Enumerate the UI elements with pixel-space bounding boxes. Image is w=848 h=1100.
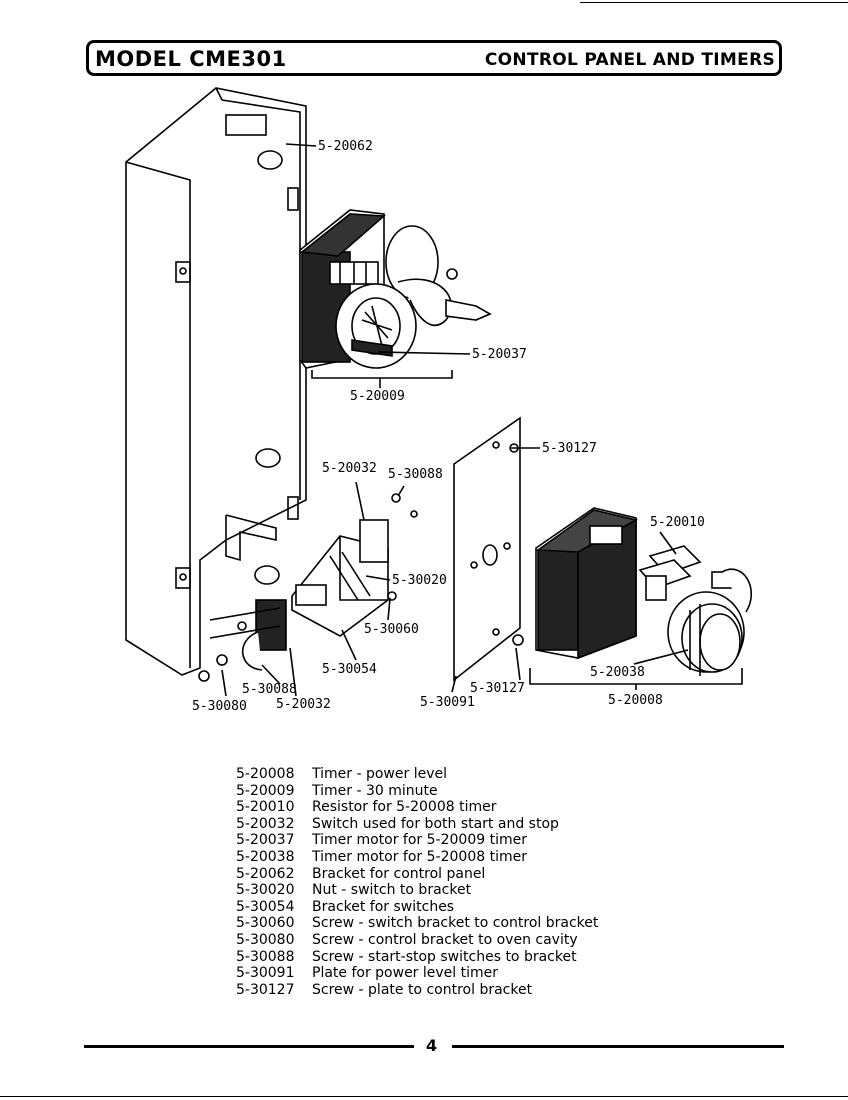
part-number: 5-30054: [236, 898, 295, 915]
top-rule: [580, 2, 848, 3]
parts-list-row: 5-30127 Screw - plate to control bracket: [236, 982, 598, 999]
part-description: Timer motor for 5-20008 timer: [312, 848, 527, 865]
header-box: MODEL CME301 CONTROL PANEL AND TIMERS: [86, 40, 782, 76]
part-number: 5-30088: [236, 948, 295, 965]
part-number: 5-20062: [236, 865, 295, 882]
part-description: Plate for power level timer: [312, 965, 499, 982]
footer-rule-left: [84, 1045, 414, 1048]
part-description: Bracket for switches: [312, 898, 455, 915]
callout-label: 5-20032: [322, 461, 377, 476]
switch-bracket-assembly: [198, 493, 418, 682]
parts-list-row: 5-30054 Bracket for switches: [236, 899, 598, 916]
timer-motor-power-level: [667, 591, 745, 676]
bottom-rule: [0, 1096, 848, 1097]
resistor: [638, 545, 752, 613]
callout-label: 5-20009: [350, 389, 405, 404]
callout-label: 5-30088: [242, 682, 297, 697]
part-number: 5-20010: [236, 799, 295, 816]
part-description: Screw - start-stop switches to bracket: [312, 948, 577, 965]
model-title: MODEL CME301: [95, 47, 287, 71]
part-number: 5-20037: [236, 832, 295, 849]
part-description: Bracket for control panel: [312, 865, 486, 882]
part-description: Timer motor for 5-20009 timer: [312, 832, 527, 849]
callout-label: 5-20032: [276, 697, 331, 712]
part-number: 5-30080: [236, 931, 295, 948]
part-description: Timer - 30 minute: [312, 782, 438, 799]
parts-list-row: 5-20008 Timer - power level: [236, 766, 598, 783]
power-level-plate: [453, 416, 524, 682]
part-description: Resistor for 5-20008 timer: [312, 799, 497, 816]
part-number: 5-30091: [236, 965, 295, 982]
part-description: Screw - switch bracket to control bracke…: [312, 915, 599, 932]
part-number: 5-20009: [236, 782, 295, 799]
part-number: 5-20008: [236, 766, 295, 782]
part-number: 5-20032: [236, 815, 295, 832]
parts-list-row: 5-30080 Screw - control bracket to oven c…: [236, 932, 598, 949]
part-number: 5-30060: [236, 915, 295, 932]
control-panel-bracket: [125, 87, 307, 676]
part-description: Screw - plate to control bracket: [312, 981, 533, 998]
callout-label: 5-30080: [192, 699, 247, 714]
callout-label: 5-30127: [470, 681, 525, 696]
callout-label: 5-20038: [590, 665, 645, 680]
callout-label: 5-30020: [392, 573, 447, 588]
parts-list-row: 5-30060 Screw - switch bracket to control…: [236, 915, 598, 932]
timer-motor-30-min: [335, 225, 492, 369]
parts-list-row: 5-20038 Timer motor for 5-20008 timer: [236, 849, 598, 866]
part-number: 5-30020: [236, 882, 295, 899]
part-description: Screw - control bracket to oven cavity: [312, 931, 578, 948]
parts-list-row: 5-30088 Screw - start-stop switches to br…: [236, 949, 598, 966]
part-description: Timer - power level: [312, 766, 447, 782]
callout-label: 5-30060: [364, 622, 419, 637]
callout-label: 5-20037: [472, 347, 527, 362]
parts-list-row: 5-20010 Resistor for 5-20008 timer: [236, 799, 598, 816]
timer-power-level: [535, 507, 639, 660]
section-title: CONTROL PANEL AND TIMERS: [484, 50, 775, 70]
parts-list-row: 5-20032 Switch used for both start and st…: [236, 816, 598, 833]
parts-list-row: 5-30091 Plate for power level timer: [236, 965, 598, 982]
callout-labels: 5-20062 5-20037 5-20009 5-30127 5-20032 …: [192, 139, 705, 714]
callout-label: 5-30091: [420, 695, 475, 710]
part-description: Switch used for both start and stop: [312, 815, 559, 832]
page-number: 4: [426, 1036, 438, 1055]
callout-label: 5-20010: [650, 515, 705, 530]
footer-rule-right: [452, 1045, 784, 1048]
part-number: 5-30127: [236, 981, 295, 998]
parts-list-row: 5-20009 Timer - 30 minute: [236, 783, 598, 800]
callout-label: 5-30054: [322, 662, 377, 677]
part-number: 5-20038: [236, 848, 295, 865]
part-description: Nut - switch to bracket: [312, 882, 472, 899]
callout-label: 5-20008: [608, 693, 663, 708]
callout-label: 5-20062: [318, 139, 373, 154]
parts-list-row: 5-30020 Nut - switch to bracket: [236, 882, 598, 899]
exploded-parts-diagram: 5-20062 5-20037 5-20009 5-30127 5-20032 …: [125, 87, 752, 714]
callout-label: 5-30127: [542, 441, 597, 456]
parts-list-row: 5-20037 Timer motor for 5-20009 timer: [236, 832, 598, 849]
parts-list-row: 5-20062 Bracket for control panel: [236, 866, 598, 883]
callout-label: 5-30088: [388, 467, 443, 482]
